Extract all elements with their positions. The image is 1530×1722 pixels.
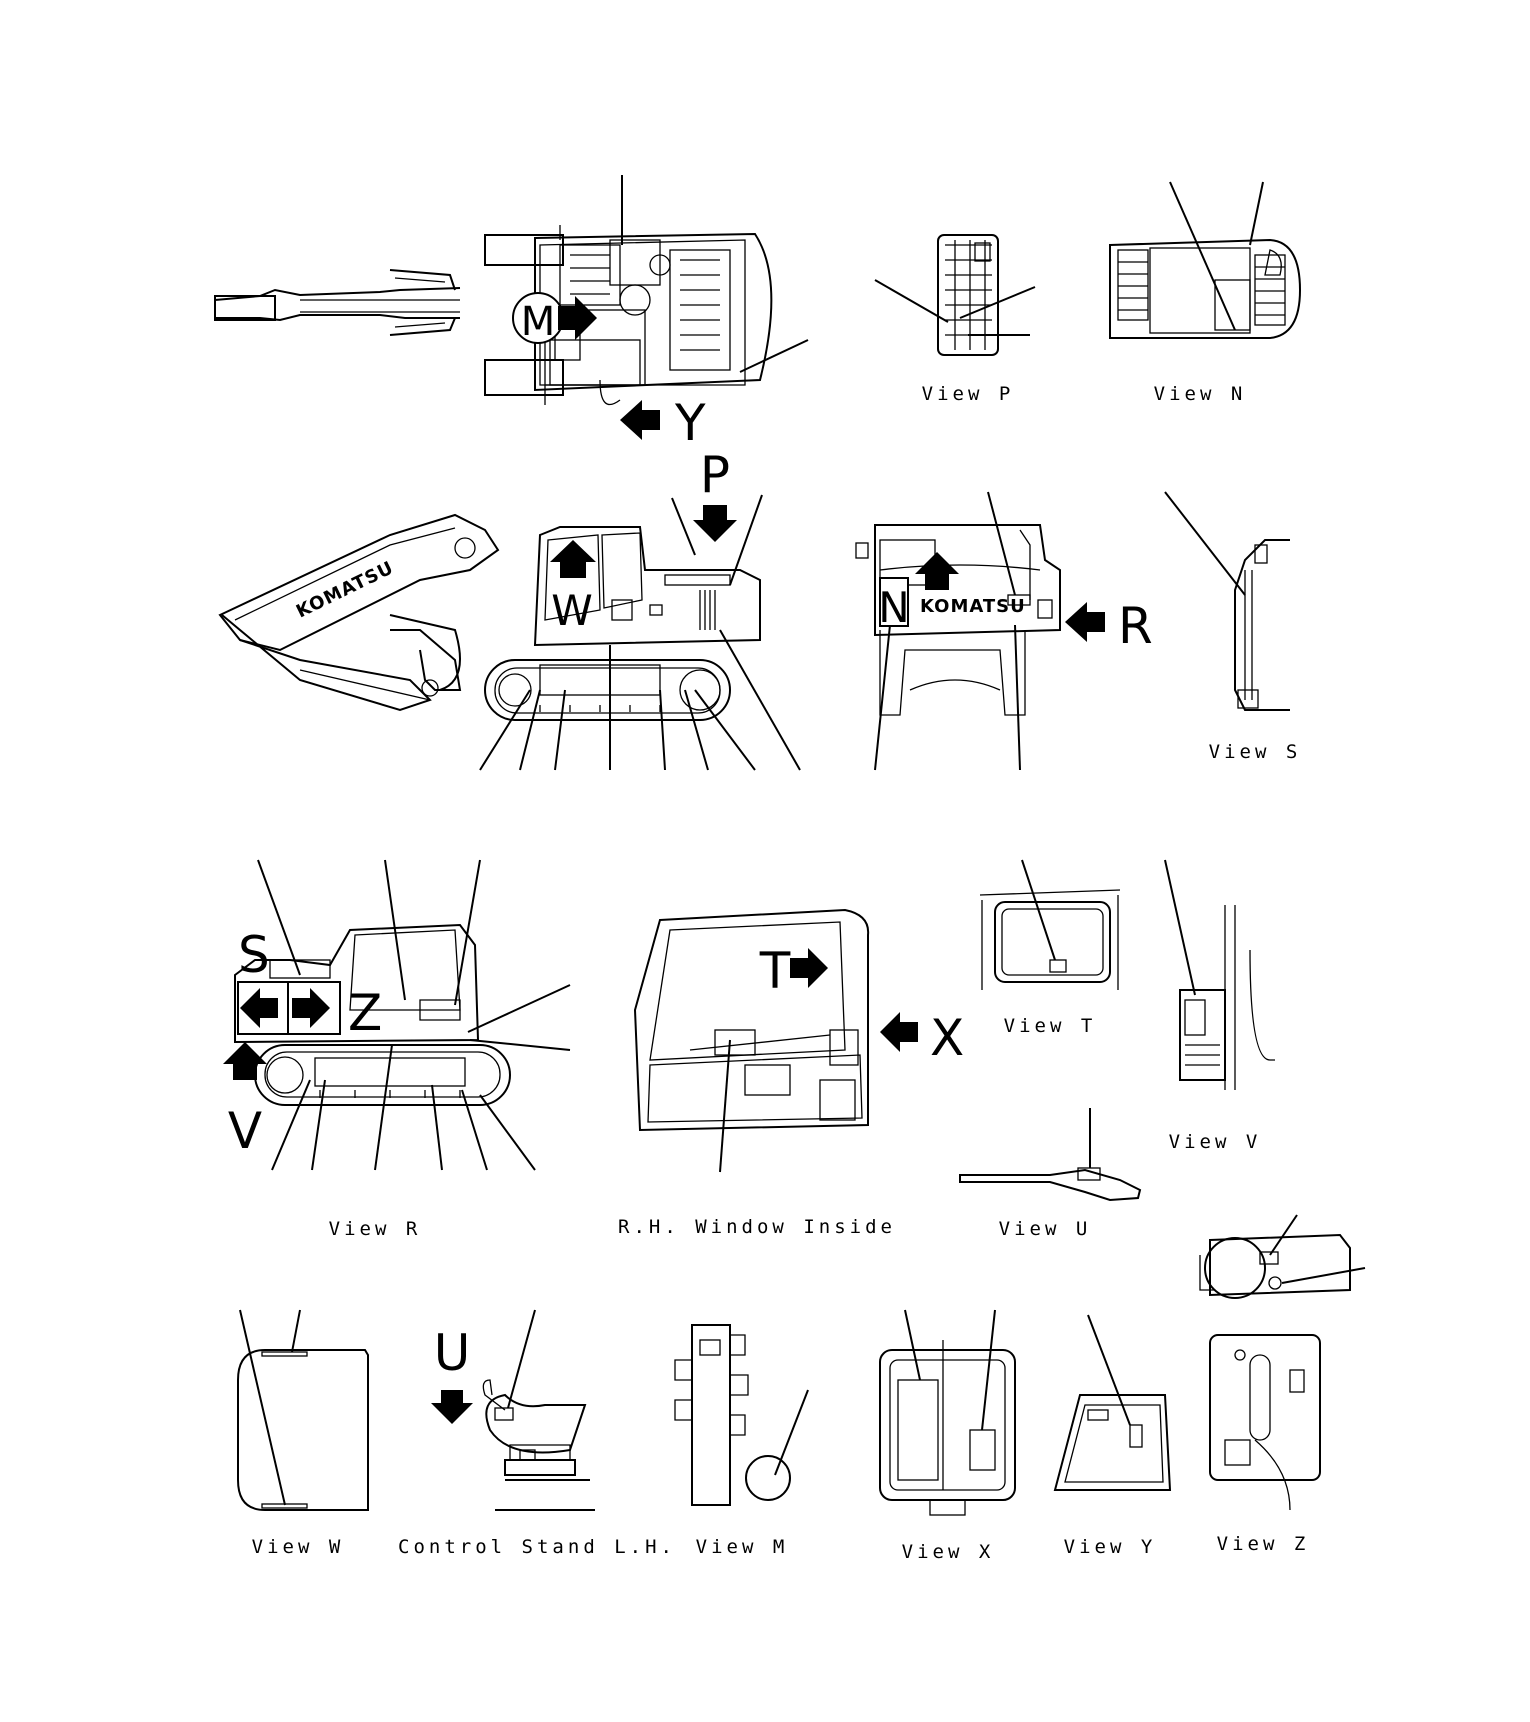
view-t-label: View T <box>1004 1015 1097 1037</box>
view-w-drawing <box>237 1309 369 1511</box>
view-y-label: View Y <box>1064 1536 1157 1558</box>
arrow-down-icon <box>431 1390 473 1424</box>
rh-window-label: R.H. Window Inside <box>618 1216 896 1238</box>
view-p-drawing <box>874 234 1036 356</box>
svg-text:W: W <box>551 586 593 635</box>
svg-text:P: P <box>700 446 730 504</box>
view-x-label: View X <box>902 1541 995 1563</box>
arrow-up-icon <box>550 540 596 578</box>
svg-text:M: M <box>521 299 556 345</box>
view-n-label: View N <box>1154 383 1247 405</box>
view-r-drawing <box>234 859 571 1171</box>
view-n-drawing <box>1109 181 1302 339</box>
arrow-left-icon <box>620 400 660 440</box>
view-s-drawing <box>1164 491 1290 711</box>
svg-text:T: T <box>759 942 791 1000</box>
rear-brand: KOMATSU <box>920 596 1026 617</box>
svg-text:R: R <box>1118 597 1153 655</box>
side-view-leaders <box>479 494 801 771</box>
view-v-label: View V <box>1169 1131 1262 1153</box>
view-y-marker: Y <box>620 394 706 452</box>
view-t-marker: T <box>759 942 828 1000</box>
svg-text:Z: Z <box>348 984 382 1042</box>
view-m-marker: M <box>512 292 597 345</box>
arrow-left-icon <box>1065 602 1105 642</box>
view-p-marker: P <box>693 446 737 542</box>
control-stand-label: Control Stand L.H. <box>398 1536 676 1558</box>
view-u-marker: U <box>431 1324 473 1424</box>
arrow-left-icon <box>880 1012 918 1052</box>
arrow-left-icon <box>240 988 278 1028</box>
view-s-label: View S <box>1209 741 1302 763</box>
view-m-drawing <box>674 1324 809 1506</box>
view-x-drawing <box>879 1309 1016 1516</box>
svg-text:S: S <box>238 926 270 984</box>
view-z-marker: Z <box>287 981 382 1042</box>
view-s-marker: S <box>237 926 291 1035</box>
view-v-drawing <box>1164 859 1275 1090</box>
svg-text:U: U <box>434 1324 471 1382</box>
arrow-up-icon <box>915 552 959 590</box>
control-stand-drawing <box>482 1309 595 1511</box>
view-v-marker: V <box>223 1042 267 1160</box>
view-r-marker: R <box>1065 597 1153 655</box>
rh-window-drawing <box>633 908 870 1173</box>
arrow-up-icon <box>223 1042 267 1080</box>
view-u-drawing <box>959 1108 1142 1202</box>
side-view-excavator: KOMATSU <box>218 513 761 721</box>
view-w-marker: W <box>550 540 596 635</box>
top-plan-view <box>214 225 773 406</box>
svg-text:N: N <box>878 583 909 632</box>
view-x-marker: X <box>880 1009 964 1067</box>
view-m-label: View M <box>696 1536 789 1558</box>
view-p-label: View P <box>922 383 1015 405</box>
arrow-down-icon <box>693 505 737 542</box>
arrow-right-icon <box>558 296 597 340</box>
view-r-label: View R <box>329 1218 422 1240</box>
arrow-right-icon <box>292 988 330 1028</box>
view-u-label: View U <box>999 1218 1092 1240</box>
view-w-label: View W <box>252 1536 345 1558</box>
arrow-right-icon <box>790 948 828 988</box>
view-y-drawing <box>1053 1314 1172 1491</box>
view-z-drawing <box>1199 1214 1366 1511</box>
svg-text:X: X <box>930 1009 964 1067</box>
svg-text:V: V <box>228 1102 262 1160</box>
view-t-drawing <box>979 859 1121 990</box>
view-z-label: View Z <box>1217 1533 1310 1555</box>
view-n-marker: N <box>878 552 959 632</box>
svg-text:Y: Y <box>674 394 706 452</box>
